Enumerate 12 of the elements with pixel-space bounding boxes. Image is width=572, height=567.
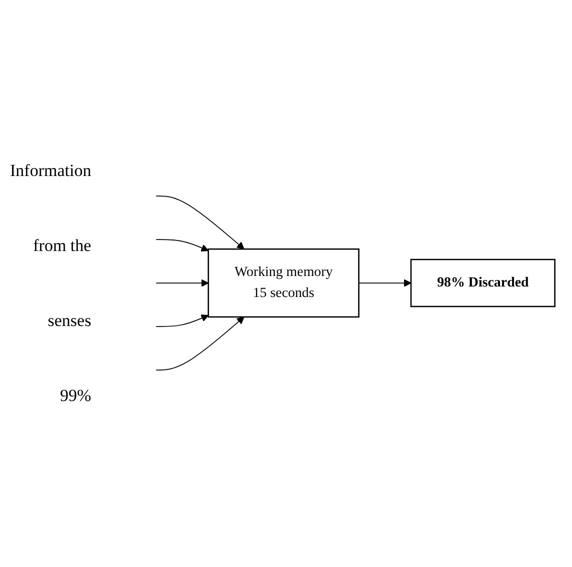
side-label: Information bbox=[10, 161, 92, 181]
node-box: 98% Discarded bbox=[410, 259, 556, 308]
side-label: from the bbox=[33, 236, 92, 256]
node-box: Working memory 15 seconds bbox=[208, 248, 360, 318]
arrow bbox=[156, 280, 209, 288]
arrow bbox=[358, 280, 412, 288]
side-label: 99% bbox=[60, 386, 92, 406]
arrow bbox=[156, 317, 245, 371]
arrow bbox=[156, 240, 209, 252]
side-label: senses bbox=[48, 311, 92, 331]
arrow bbox=[156, 196, 245, 250]
arrow bbox=[156, 314, 209, 328]
